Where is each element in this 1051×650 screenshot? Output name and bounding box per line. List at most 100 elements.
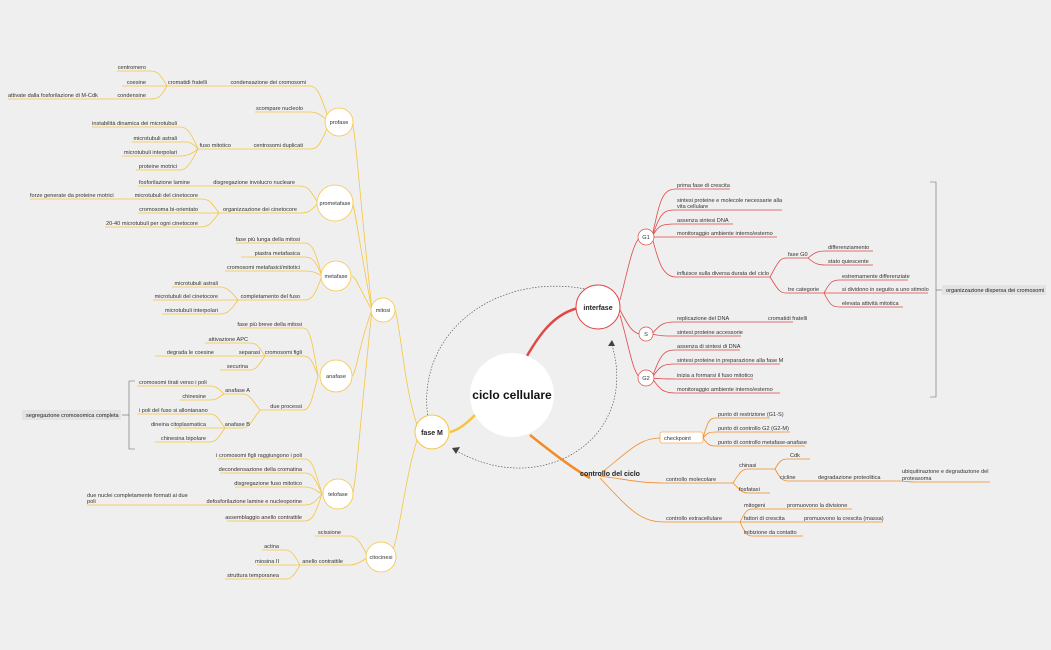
tre-item: estremamente differenziate	[842, 274, 910, 280]
prometafase-item: organizzazione dei cinetocore	[223, 207, 297, 213]
fasem-title: fase M	[421, 430, 443, 437]
metafase-item: piastra metafasica	[255, 251, 301, 257]
cromatidi-label: cromatidi fratelli	[168, 80, 207, 86]
center-node[interactable]	[470, 353, 554, 437]
anafase-a-item: chinesine	[182, 394, 206, 400]
ubiq-label: proteasoma	[902, 476, 932, 482]
prometafase-item: disgregazione involucro nucleare	[213, 180, 295, 186]
telofase-label: telofase	[328, 492, 348, 498]
checkpoint-item: punto di controllo metafase-anafase	[718, 440, 807, 446]
anafase-item: cromosomi figli	[265, 350, 302, 356]
g2-node[interactable]	[637, 369, 655, 387]
fosfatasi-label: fosfatasi	[739, 487, 760, 493]
tre-item: elevata attività mitotica	[842, 301, 899, 307]
nuclei-label: due nuclei completamente formati ai due	[87, 493, 188, 499]
tre-item: si dividono in seguito a uno stimolo	[842, 287, 929, 293]
g1-item: vita cellulare	[677, 204, 708, 210]
degrada-label: degrada le coesine	[167, 350, 214, 356]
telofase-item: defosforilazione lamine e nucleoporine	[207, 499, 302, 505]
degradazione-label: degradazione proteolitica	[818, 475, 881, 481]
link-fasem	[449, 414, 476, 434]
nuclei-label: poli	[87, 499, 96, 505]
mitogeni-sub: promuovono la divisione	[787, 503, 847, 509]
profase-item: condensazione dei cromosomi	[230, 80, 306, 86]
profase-label: profase	[330, 120, 349, 126]
anafase-item: fase più breve della mitosi	[237, 322, 302, 328]
citocinesi-node[interactable]	[365, 541, 397, 573]
comp-item: microtubuli del cinetocore	[155, 294, 218, 300]
citocinesi-label: citocinesi	[369, 555, 392, 561]
fasem-node[interactable]	[414, 414, 450, 450]
extra-label: controllo extracellulare	[666, 516, 722, 522]
fuso-item: instabilità dinamica dei microtubuli	[92, 121, 177, 127]
segregazione-text: segregazione cromosomica completa	[26, 413, 120, 419]
anafase-b-label: anafase B	[225, 422, 250, 428]
cromatidi-item: condensine	[117, 93, 146, 99]
interfase-branches	[619, 188, 928, 394]
prometafase-label: prometafase	[319, 201, 350, 207]
anafase-a-label: anafase A	[225, 388, 250, 394]
fattori-sub: promuovono la crescita (massa)	[804, 516, 884, 522]
checkpoint-item: punto di restrizione (G1-S)	[718, 412, 784, 418]
anafase-node[interactable]	[319, 359, 353, 393]
mitosi-label: mitosi	[376, 308, 391, 314]
summary-text: organizzazione dispersa dei cromosomi	[946, 288, 1044, 294]
g1-item: assenza sintesi DNA	[677, 218, 729, 224]
separasi-label: separasi	[239, 350, 260, 356]
cycle-arrow-bottom	[454, 344, 618, 469]
cycle-arrow-top	[426, 285, 591, 419]
s-node[interactable]	[638, 326, 654, 342]
metafase-item: fase più lunga della mitosi	[236, 237, 300, 243]
inibizione-label: inibizione da contatto	[744, 530, 797, 536]
prometafase-node[interactable]	[316, 184, 354, 222]
fattori-label: fattori di crescita	[744, 516, 786, 522]
g1-item: monitoraggio ambiente interno/esterno	[677, 231, 773, 237]
fuso-item: proteine motrici	[139, 164, 177, 170]
g2-item: inizia a formarsi il fuso mitotico	[677, 373, 753, 379]
summary-box	[942, 285, 1046, 295]
mitogeni-label: mitogeni	[744, 503, 765, 509]
anafase-label: anafase	[326, 374, 346, 380]
metafase-node[interactable]	[320, 260, 352, 292]
org-item: microtubuli del cinetocore	[135, 193, 198, 199]
interfase-node[interactable]	[575, 284, 621, 330]
fuso-item: microtubuli interpolari	[124, 150, 177, 156]
scissione-label: scissione	[318, 530, 341, 536]
telofase-item: disgregazione fuso mitotico	[234, 481, 302, 487]
comp-item: microtubuli astrali	[174, 281, 218, 287]
anello-item: struttura temporanea	[227, 573, 280, 579]
interfase-title: interfase	[583, 305, 612, 312]
g2-item: sintesi proteine in preparazione alla fa…	[677, 358, 784, 364]
g1-item: influisce sulla diversa durata del ciclo	[677, 271, 769, 277]
g1-label: G1	[642, 235, 649, 241]
g0-item: differenziamento	[828, 245, 869, 251]
segregazione-box	[22, 410, 121, 420]
checkpoint-box	[659, 431, 704, 444]
telofase-node[interactable]	[322, 478, 354, 510]
anello-item: actina	[264, 544, 280, 550]
profase-node[interactable]	[324, 107, 354, 137]
forze-label: forze generate da proteine motrici	[30, 193, 114, 199]
mitosi-node[interactable]	[370, 297, 396, 323]
org-item: 20-40 microtubuli per ogni cinetocore	[106, 221, 198, 227]
arrowhead-icon	[608, 340, 615, 346]
g2-item: monitoraggio ambiente interno/esterno	[677, 387, 773, 393]
g0-item: stato quiescente	[828, 259, 869, 265]
cromatidi-item: centromero	[118, 65, 146, 71]
anafase-b-item: dineina citoplasmatica	[151, 422, 207, 428]
checkpoint-label: checkpoint	[664, 436, 691, 442]
attivate-label: attivate dalla fosforilazione di M-Cdk	[8, 93, 98, 99]
org-item: cromosoma bi-orientato	[139, 207, 198, 213]
molecolare-label: controllo molecolare	[666, 477, 716, 483]
fasem-branches	[8, 70, 421, 580]
s-item: sintesi proteine accessorie	[677, 330, 743, 336]
g1-node[interactable]	[637, 228, 655, 246]
anafase-b-item: i poli del fuso si allontanano	[139, 408, 208, 414]
center-title: ciclo cellulare	[472, 388, 552, 402]
anafase-bracket	[128, 380, 135, 450]
metafase-label: metafase	[324, 274, 347, 280]
anello-item: miosina II	[255, 559, 279, 565]
s-label: S	[644, 332, 648, 338]
